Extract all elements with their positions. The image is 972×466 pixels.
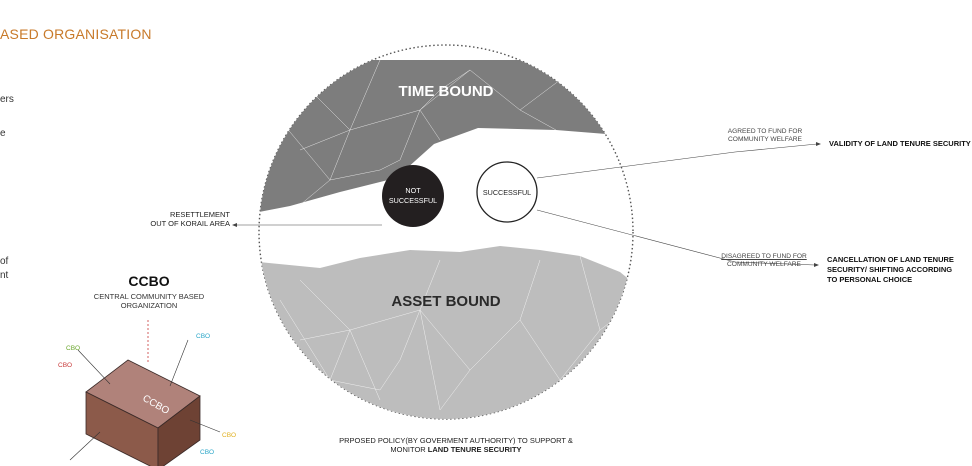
successful-label: SUCCESSFUL xyxy=(483,188,531,197)
ccbo-cube-diagram: CCBO CBO CBO CBO CBO CBO xyxy=(58,320,236,466)
left-text-fragment: nt xyxy=(0,270,9,281)
policy-caption-bold: LAND TENURE SECURITY xyxy=(427,445,522,455)
cube-side xyxy=(157,395,201,466)
agreed-result: VALIDITY OF LAND TENURE SECURITY xyxy=(829,139,971,148)
cbo-label-green: CBO xyxy=(66,345,80,352)
not-successful-node xyxy=(382,165,444,227)
left-text-fragment: of xyxy=(0,256,9,267)
disagreed-result: CANCELLATION OF LAND TENURE SECURITY/ SH… xyxy=(827,255,954,284)
agreed-arrow xyxy=(536,143,818,179)
policy-caption: PRPOSED POLICY(BY GOVERMENT AUTHORITY) T… xyxy=(339,436,573,455)
cbo-arrow xyxy=(189,419,221,433)
not-successful-label: SUCCESSFUL xyxy=(389,196,437,205)
asset-bound-zone xyxy=(259,246,633,419)
left-text-fragment: ers xyxy=(0,94,14,105)
cube-front xyxy=(85,391,159,466)
cbo-label-cyan: CBO xyxy=(196,333,210,340)
section-title: ASED ORGANISATION xyxy=(0,26,152,42)
ccbo-subtitle: CENTRAL COMMUNITY BASED ORGANIZATION xyxy=(93,292,205,311)
time-bound-label: TIME BOUND xyxy=(399,83,494,100)
cbo-arrow xyxy=(69,431,101,461)
time-bound-zone xyxy=(259,60,633,212)
cbo-arrow xyxy=(169,339,189,387)
cbo-label-red: CBO xyxy=(58,362,72,369)
outer-circle xyxy=(258,44,634,420)
left-text-fragment: e xyxy=(0,128,6,139)
not-successful-label: NOT xyxy=(405,186,421,195)
agreed-arrow-label: AGREED TO FUND FOR COMMUNITY WELFARE xyxy=(727,128,803,144)
successful-node xyxy=(476,161,538,223)
cbo-arrow xyxy=(77,349,111,385)
ccbo-title: CCBO xyxy=(128,273,170,289)
cbo-label-yellow: CBO xyxy=(222,432,236,439)
asset-bound-label: ASSET BOUND xyxy=(391,293,500,310)
resettlement-label: RESETTLEMENT OUT OF KORAIL AREA xyxy=(150,210,230,229)
disagreed-arrow-label: DISAGREED TO FUND FOR COMMUNITY WELFARE xyxy=(721,253,807,269)
disagreed-arrow xyxy=(536,209,816,266)
cbo-label-cyan-lower: CBO xyxy=(200,449,214,456)
